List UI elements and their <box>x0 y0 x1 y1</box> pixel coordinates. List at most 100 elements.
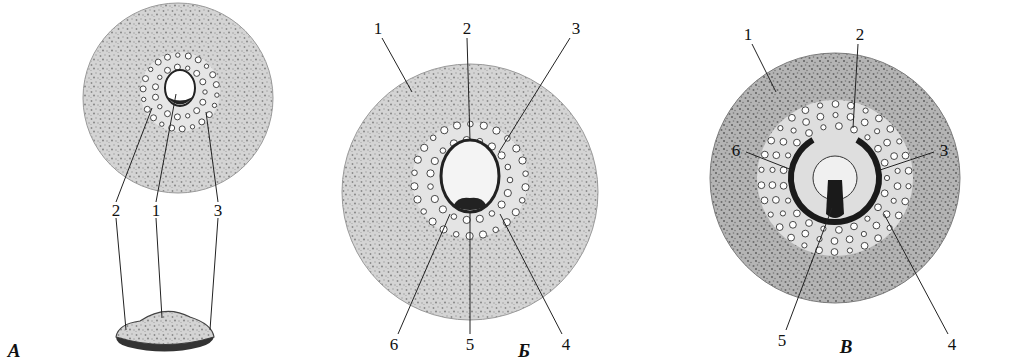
yolk-vacuole <box>158 105 162 109</box>
yolk-vacuole <box>846 236 853 243</box>
callout-number: 2 <box>110 201 123 220</box>
panel-letter: Б <box>516 340 532 361</box>
yolk-vacuole <box>215 93 219 97</box>
yolk-vacuole <box>865 216 870 221</box>
callout-number: 6 <box>730 141 743 160</box>
yolk-vacuole <box>786 198 791 203</box>
yolk-vacuole <box>185 53 191 59</box>
yolk-vacuole <box>430 135 436 141</box>
yolk-vacuole <box>194 108 200 114</box>
callout-number: 1 <box>372 19 385 38</box>
yolk-vacuole <box>836 123 843 130</box>
yolk-vacuole <box>165 54 171 60</box>
yolk-vacuole <box>451 214 457 220</box>
yolk-vacuole <box>794 139 801 146</box>
yolk-vacuole <box>875 145 882 152</box>
callout-number: 3 <box>212 201 225 220</box>
yolk-vacuole <box>794 210 801 217</box>
yolk-vacuole <box>155 59 161 65</box>
yolk-vacuole <box>212 103 216 107</box>
yolk-vacuole <box>768 137 775 144</box>
yolk-vacuole <box>203 90 207 94</box>
yolk-vacuole <box>179 126 185 132</box>
callout-number: 5 <box>776 331 789 350</box>
yolk-vacuole <box>489 211 495 217</box>
yolk-vacuole <box>479 231 486 238</box>
yolk-vacuole <box>847 248 852 253</box>
callout-number: 6 <box>388 335 401 354</box>
yolk-vacuole <box>875 129 880 134</box>
yolk-vacuole <box>199 119 205 125</box>
yolk-vacuole <box>498 152 505 159</box>
yolk-vacuole <box>773 197 780 204</box>
yolk-vacuole <box>165 67 171 73</box>
callout-number: 4 <box>560 335 573 354</box>
yolk-vacuole <box>758 182 765 189</box>
yolk-vacuole <box>891 153 898 160</box>
yolk-vacuole <box>876 115 883 122</box>
yolk-vacuole <box>780 211 785 216</box>
yolk-vacuole <box>905 167 912 174</box>
yolk-vacuole <box>848 102 855 109</box>
yolk-vacuole <box>143 76 149 82</box>
yolk-vacuole <box>906 184 911 189</box>
yolk-vacuole <box>881 190 888 197</box>
yolk-vacuole <box>817 113 824 120</box>
yolk-vacuole <box>195 57 201 63</box>
yolk-vacuole <box>158 75 162 79</box>
yolk-vacuole <box>194 70 200 76</box>
yolk-vacuole <box>414 156 421 163</box>
yolk-vacuole <box>780 182 787 189</box>
yolk-vacuole <box>831 238 838 245</box>
yolk-vacuole <box>414 196 421 203</box>
yolk-vacuole <box>791 128 796 133</box>
callout-number: 1 <box>742 25 755 44</box>
yolk-vacuole <box>773 152 780 159</box>
yolk-vacuole <box>142 97 146 101</box>
yolk-vacuole <box>770 167 775 172</box>
yolk-vacuole <box>847 114 854 121</box>
yolk-vacuole <box>493 227 499 233</box>
yolk-vacuole <box>421 144 428 151</box>
yolk-vacuole <box>190 125 194 129</box>
yolk-vacuole <box>149 67 153 71</box>
yolk-vacuole <box>865 135 870 140</box>
yolk-vacuole <box>153 94 159 100</box>
yolk-vacuole <box>881 159 888 166</box>
yolk-vacuole <box>200 79 206 85</box>
yolk-vacuole <box>176 53 180 57</box>
yolk-vacuole <box>761 151 768 158</box>
yolk-vacuole <box>427 170 434 177</box>
yolk-vacuole <box>439 206 446 213</box>
yolk-vacuole <box>463 216 470 223</box>
yolk-vacuole <box>802 243 807 248</box>
yolk-vacuole <box>780 138 787 145</box>
callout-number: 5 <box>464 335 477 354</box>
yolk-vacuole <box>431 195 438 202</box>
yolk-vacuole <box>428 184 434 190</box>
yolk-vacuole <box>204 64 208 68</box>
yolk-vacuole <box>429 218 436 225</box>
yolk-vacuole <box>833 112 838 117</box>
yolk-vacuole <box>778 126 783 131</box>
yolk-vacuole <box>803 119 810 126</box>
yolk-vacuole <box>789 114 796 121</box>
yolk-vacuole <box>769 182 776 189</box>
yolk-vacuole <box>504 189 511 196</box>
yolk-vacuole <box>522 184 529 191</box>
panel-letter: В <box>838 336 855 357</box>
yolk-vacuole <box>786 153 791 158</box>
yolk-vacuole <box>895 168 900 173</box>
callout-number: 2 <box>854 25 867 44</box>
yolk-vacuole <box>832 101 839 108</box>
yolk-vacuole <box>873 222 880 229</box>
yolk-vacuole <box>513 145 520 152</box>
callout-number: 4 <box>946 335 959 354</box>
yolk-vacuole <box>902 152 909 159</box>
yolk-vacuole <box>144 106 150 112</box>
yolk-vacuole <box>151 115 157 121</box>
yolk-vacuole <box>493 127 500 134</box>
yolk-vacuole <box>831 249 838 256</box>
yolk-vacuole <box>790 221 797 228</box>
yolk-vacuole <box>761 197 768 204</box>
